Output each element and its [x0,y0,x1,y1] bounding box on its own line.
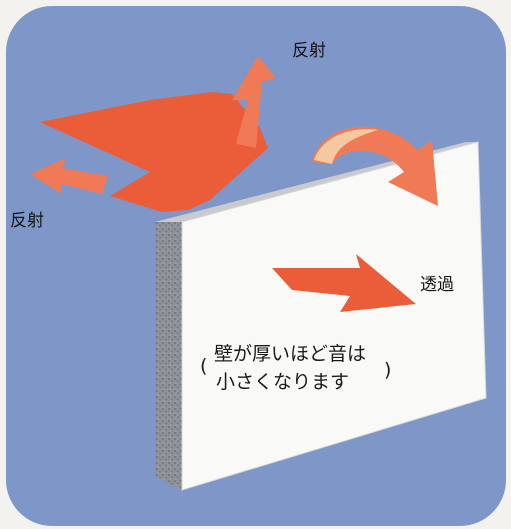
reflection-arrow-left [30,158,108,194]
label-transmission: 透過 [420,275,454,295]
note-open-paren: ( [200,355,207,377]
label-reflection-left: 反射 [10,211,44,231]
wall-edge [155,222,182,490]
incoming-sound-arrow [40,92,268,212]
note-line-2: 小さくなります [216,371,349,393]
label-reflection-top: 反射 [292,41,326,61]
diffraction-arrow [312,126,438,206]
note-close-paren: ) [384,359,391,381]
diffraction-arrow-highlight [314,129,378,164]
transmission-arrow [272,254,416,312]
note-line-1: 壁が厚いほど音は [214,343,366,365]
reflection-arrow-top [232,56,276,148]
wall-face [181,141,487,491]
